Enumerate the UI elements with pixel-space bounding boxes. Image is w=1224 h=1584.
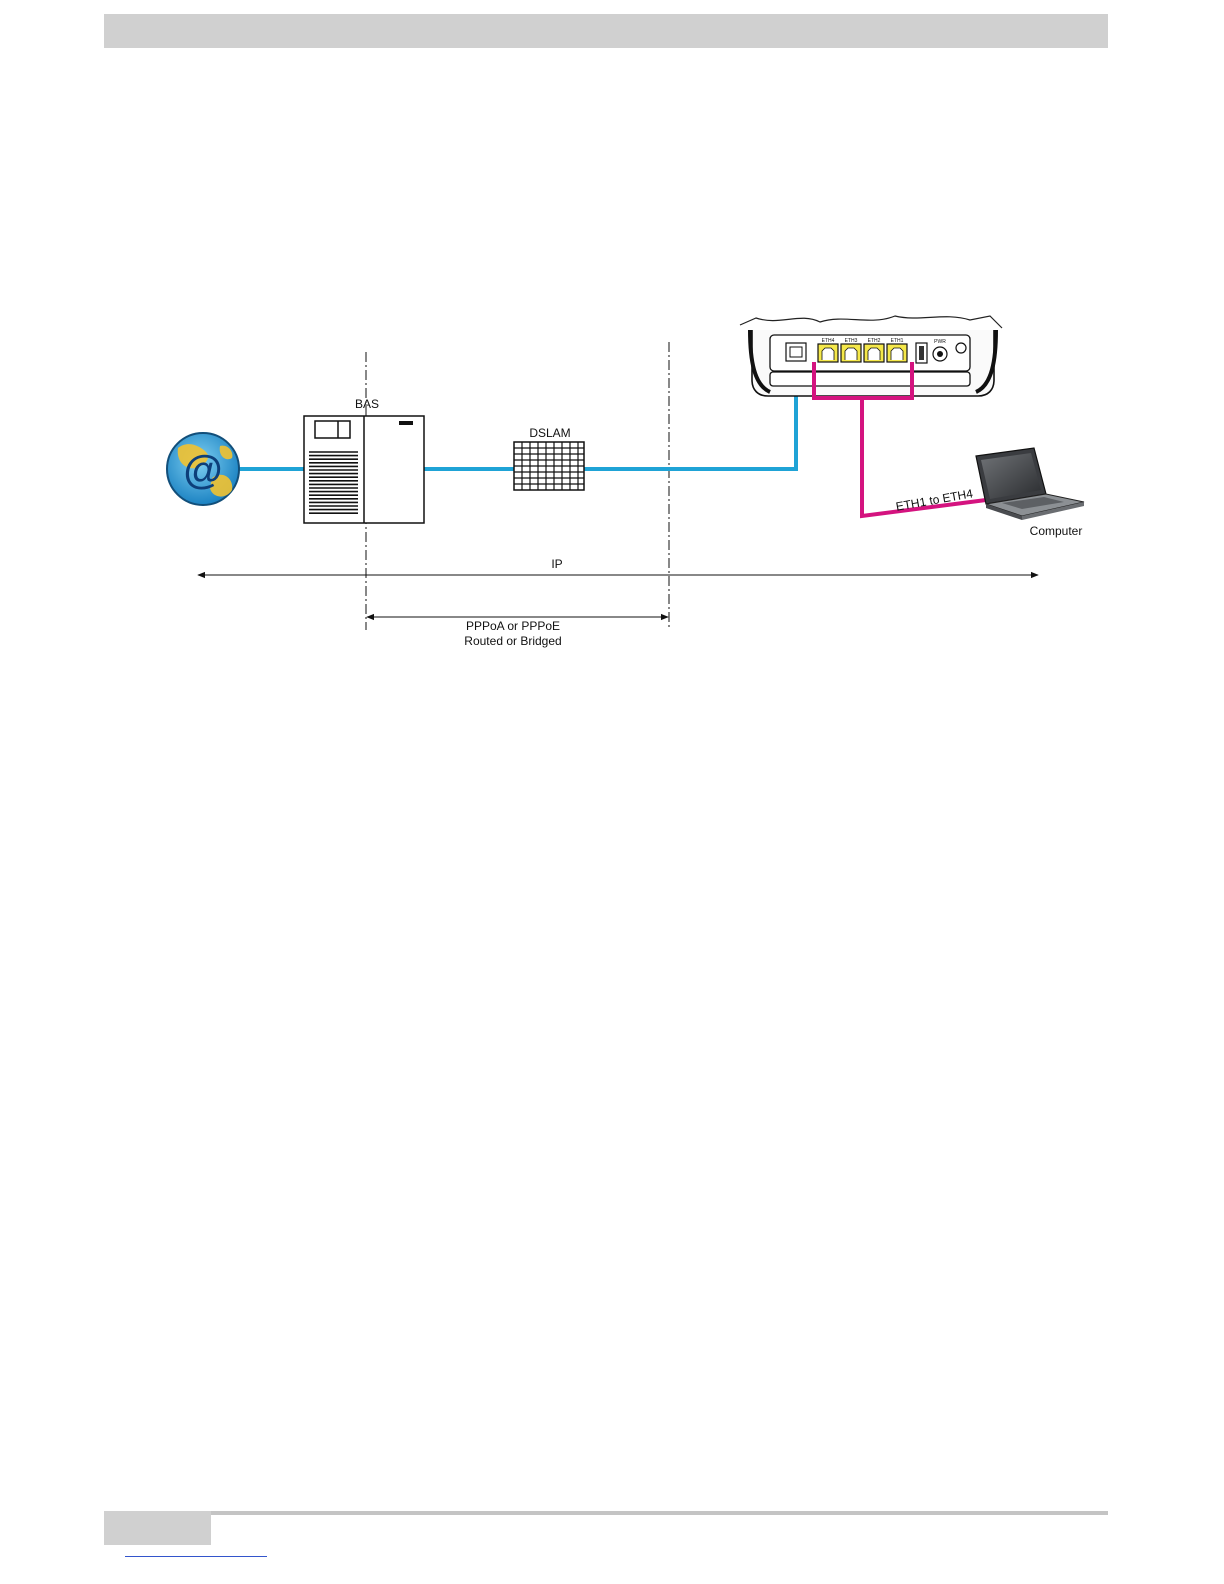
eth-port-label: ETH4 [822,338,835,344]
power-port-label: PWR [934,339,946,345]
eth-port-socket [868,348,880,360]
ppp-span-label-line2: Routed or Bridged [464,634,561,648]
ppp-span-label-line1: PPPoA or PPPoE [466,619,560,633]
dslam-icon [514,442,584,490]
page-number-block [104,1511,211,1545]
bas-server-icon [304,416,424,523]
eth-port-label: ETH3 [845,338,858,344]
svg-text:@: @ [183,448,222,492]
reset-button [956,343,966,353]
ip-span-label: IP [551,557,562,571]
computer-label: Computer [1030,524,1083,538]
lan-cable-label: ETH1 to ETH4 [895,486,975,513]
laptop-icon [976,448,1084,520]
bas-label: BAS [355,397,379,411]
footer-link-underline [125,1556,267,1557]
dslam-label: DSLAM [529,426,570,440]
internet-globe-icon: @ [167,433,239,505]
router-icon: ETH4 ETH3 ETH2 ETH1 PWR [740,316,1002,396]
eth-port-socket [845,348,857,360]
eth-port-socket [891,348,903,360]
eth-port-label: ETH2 [868,338,881,344]
eth-port-label: ETH1 [891,338,904,344]
eth-port-socket [822,348,834,360]
page-footer-line [104,1511,1108,1515]
